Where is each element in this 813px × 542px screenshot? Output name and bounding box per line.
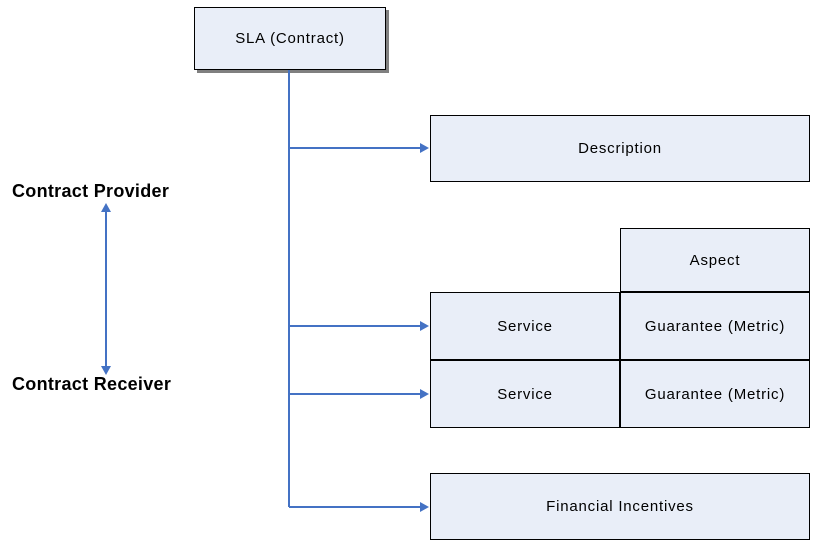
contract-provider-label: Contract Provider [12,181,170,201]
node-description: Description [430,115,810,182]
arrowhead-description-icon [420,143,429,153]
node-service-row2-label: Service [497,385,553,403]
node-guarantee-row1: Guarantee (Metric) [620,292,810,360]
node-description-label: Description [578,140,662,157]
node-aspect-label: Aspect [689,251,741,269]
node-guarantee-row2: Guarantee (Metric) [620,360,810,428]
node-sla-contract: SLA (Contract) [194,7,386,70]
node-financial-incentives: Financial Incentives [430,473,810,540]
arrowhead-up-icon [101,203,111,212]
node-aspect: Aspect [620,228,810,292]
node-service-row1: Service [430,292,620,360]
node-service-row1-label: Service [497,317,553,335]
node-service-row2: Service [430,360,620,428]
node-guarantee-row2-label: Guarantee (Metric) [644,385,786,403]
node-financial-incentives-label: Financial Incentives [546,498,694,515]
node-sla-contract-label: SLA (Contract) [235,30,345,47]
arrowhead-service-2-icon [420,389,429,399]
arrowhead-service-1-icon [420,321,429,331]
contract-receiver-label: Contract Receiver [12,374,172,394]
node-guarantee-row1-label: Guarantee (Metric) [644,317,786,335]
arrowhead-financial-icon [420,502,429,512]
